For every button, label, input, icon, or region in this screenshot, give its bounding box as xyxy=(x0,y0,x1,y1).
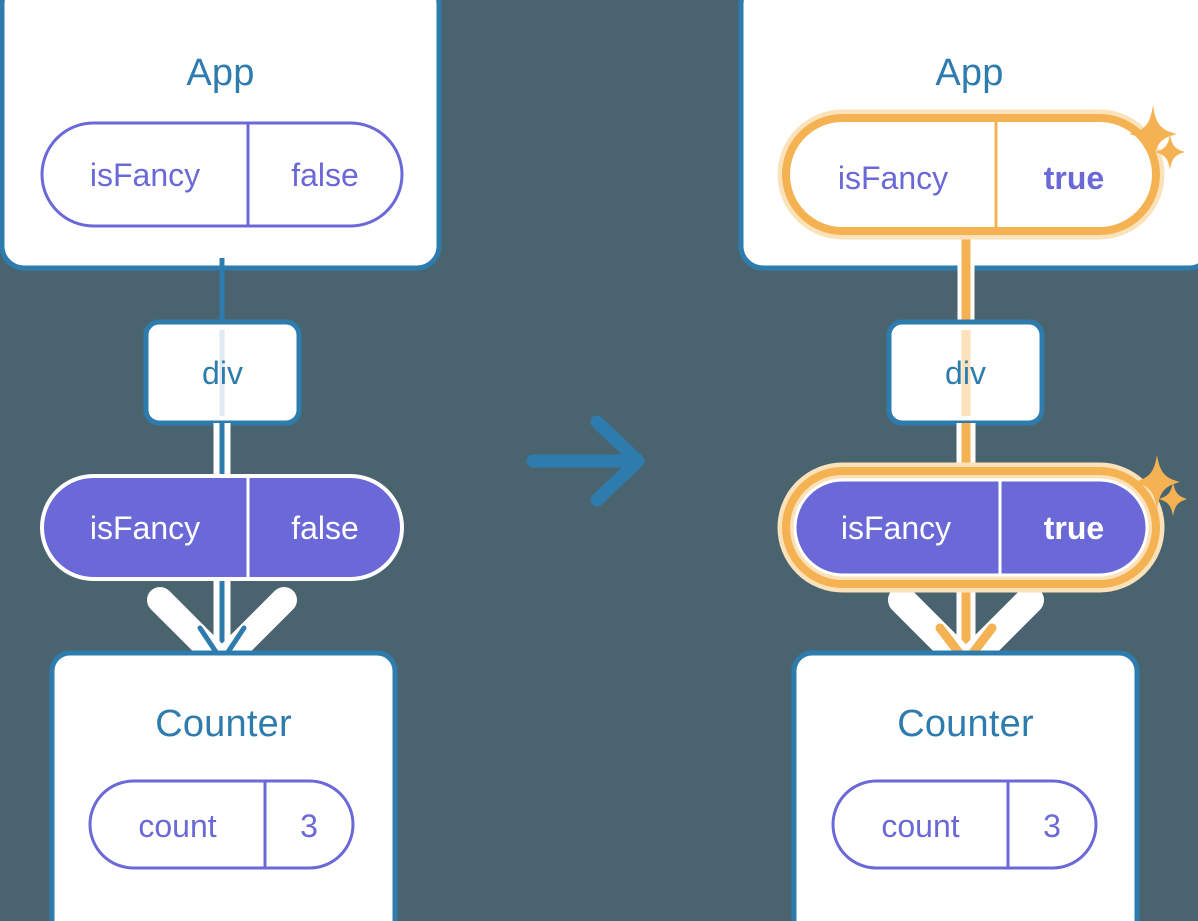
after-app-sparkles-icon xyxy=(1129,105,1185,170)
before-prop-pill xyxy=(40,474,404,581)
after-div-box xyxy=(886,319,1045,426)
before-app-state-pill xyxy=(40,121,404,228)
after-counter-state-pill xyxy=(831,779,1098,870)
before-counter-state-pill xyxy=(88,779,355,870)
transition-arrow-right-icon xyxy=(526,415,645,507)
after-app-state-pill xyxy=(777,109,1165,240)
after-prop-sparkles-icon xyxy=(1134,455,1187,516)
before-div-box xyxy=(143,319,302,426)
after-prop-pill xyxy=(777,462,1165,593)
